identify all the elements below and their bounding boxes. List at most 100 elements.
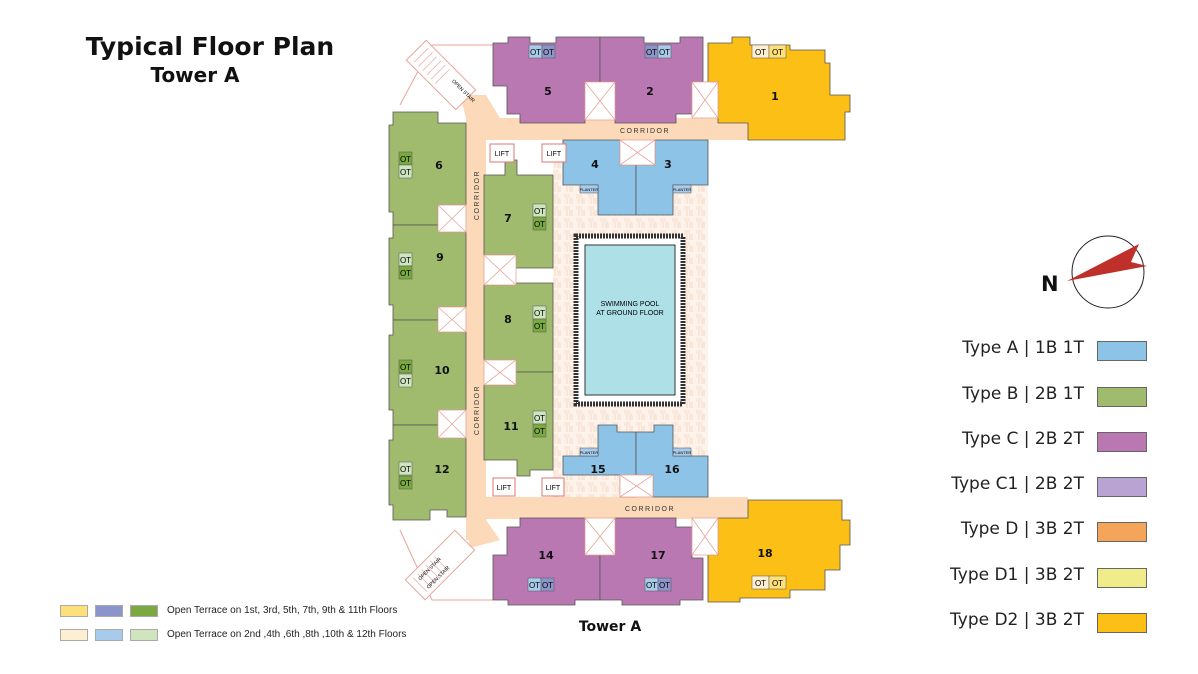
open-terrace: OT (657, 44, 672, 59)
svg-text:PLANTER: PLANTER (673, 450, 692, 455)
open-terrace: OT (768, 575, 787, 590)
lift-bottom-right: LIFT (541, 477, 565, 497)
svg-text:OT: OT (400, 269, 411, 278)
open-terrace: OT (532, 423, 547, 438)
svg-text:OT: OT (543, 48, 554, 57)
legend-swatch (1097, 522, 1147, 542)
page-title: Typical Floor Plan (85, 32, 335, 61)
svg-text:OT: OT (534, 309, 545, 318)
svg-text:OT: OT (772, 48, 783, 57)
legend-swatch (130, 628, 158, 641)
svg-text:OT: OT (755, 48, 766, 57)
svg-text:OT: OT (530, 48, 541, 57)
svg-text:OT: OT (646, 48, 657, 57)
swimming-pool (584, 244, 676, 396)
unit-number: 8 (504, 313, 512, 326)
svg-text:PLANTER: PLANTER (580, 187, 599, 192)
terrace-legend: Open Terrace on 1st, 3rd, 5th, 7th, 9th … (60, 600, 406, 648)
lift-top-right: LIFT (541, 143, 567, 163)
unit-number: 9 (436, 251, 444, 264)
open-terrace: OT (398, 461, 413, 476)
terrace-legend-even: Open Terrace on 2nd ,4th ,6th ,8th ,10th… (60, 624, 406, 648)
legend-swatch (95, 628, 123, 641)
legend-swatch (1097, 387, 1147, 407)
unit-number: 15 (590, 463, 605, 476)
shafts (437, 81, 719, 556)
svg-text:OT: OT (534, 220, 545, 229)
open-terrace: OT (540, 577, 555, 592)
planter: PLANTER (579, 184, 599, 194)
svg-text:OT: OT (400, 377, 411, 386)
pool-label: SWIMMING POOL (601, 301, 660, 308)
svg-text:OT: OT (534, 207, 545, 216)
svg-text:PLANTER: PLANTER (580, 450, 599, 455)
open-terrace: OT (532, 305, 547, 320)
planter: PLANTER (579, 447, 599, 457)
unit-number: 2 (646, 85, 654, 98)
svg-text:LIFT: LIFT (547, 151, 562, 158)
svg-text:LIFT: LIFT (546, 485, 561, 492)
open-terrace: OT (528, 44, 543, 59)
open-terrace: OT (751, 44, 770, 59)
open-terrace: OT (398, 359, 413, 374)
legend-type-b: Type B | 2B 1T (900, 384, 1150, 408)
unit-18[interactable] (707, 499, 851, 603)
legend-swatch (1097, 613, 1147, 633)
svg-text:OT: OT (659, 48, 670, 57)
corridor-label-left-bottom: CORRIDOR (474, 385, 481, 435)
open-terrace: OT (532, 318, 547, 333)
unit-17[interactable] (599, 517, 704, 606)
terrace-legend-odd: Open Terrace on 1st, 3rd, 5th, 7th, 9th … (60, 600, 406, 624)
open-terrace: OT (398, 373, 413, 388)
unit-number: 11 (503, 420, 518, 433)
lift-top-left: LIFT (489, 143, 515, 163)
unit-number: 7 (504, 212, 512, 225)
planter: PLANTER (672, 447, 692, 457)
svg-text:OT: OT (755, 579, 766, 588)
unit-number: 16 (664, 463, 680, 476)
svg-text:OT: OT (659, 581, 670, 590)
svg-text:OT: OT (534, 427, 545, 436)
legend-swatch (60, 628, 88, 641)
legend-type-d1: Type D1 | 3B 2T (900, 565, 1150, 589)
legend-type-c1: Type C1 | 2B 2T (900, 474, 1150, 498)
legend-type-d: Type D | 3B 2T (900, 519, 1150, 543)
corridor-label-bottom: CORRIDOR (625, 506, 675, 513)
pool-label-2: AT GROUND FLOOR (596, 310, 663, 317)
unit-1[interactable] (707, 36, 851, 141)
corridor-label-top: CORRIDOR (620, 128, 670, 135)
svg-text:LIFT: LIFT (497, 485, 512, 492)
legend-swatch (95, 604, 123, 617)
open-terrace: OT (398, 151, 413, 166)
page-subtitle: Tower A (150, 63, 240, 87)
compass-icon (1067, 235, 1147, 309)
open-terrace: OT (532, 203, 547, 218)
svg-text:OT: OT (400, 363, 411, 372)
open-terrace: OT (532, 216, 547, 231)
open-terrace: OT (768, 44, 787, 59)
north-label: N (1041, 272, 1059, 296)
unit-number: 5 (544, 85, 552, 98)
open-terrace: OT (532, 410, 547, 425)
legend-swatch (1097, 341, 1147, 361)
open-terrace: OT (644, 44, 659, 59)
svg-text:OT: OT (400, 155, 411, 164)
svg-text:OT: OT (772, 579, 783, 588)
open-terrace: OT (398, 252, 413, 267)
open-terrace: OT (398, 164, 413, 179)
open-terrace: OT (398, 265, 413, 280)
legend-swatch (60, 604, 88, 617)
svg-text:OT: OT (400, 168, 411, 177)
legend-type-d2: Type D2 | 3B 2T (900, 610, 1150, 634)
svg-text:OT: OT (400, 465, 411, 474)
unit-number: 3 (664, 158, 672, 171)
legend-type-a: Type A | 1B 1T (900, 338, 1150, 362)
svg-text:OT: OT (646, 581, 657, 590)
unit-number: 17 (650, 549, 665, 562)
svg-text:PLANTER: PLANTER (673, 187, 692, 192)
open-terrace: OT (751, 575, 770, 590)
legend-swatch (1097, 568, 1147, 588)
unit-number: 4 (591, 158, 599, 171)
legend-swatch (1097, 477, 1147, 497)
corridor-label-left-top: CORRIDOR (474, 170, 481, 220)
